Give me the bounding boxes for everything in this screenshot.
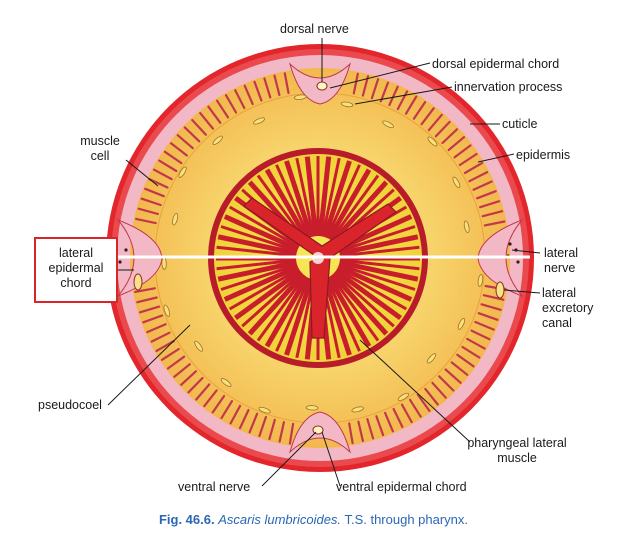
- label-muscle-cell: muscle cell: [80, 134, 120, 163]
- label-ventral-nerve: ventral nerve: [178, 480, 251, 494]
- label-dorsal-epidermal-chord: dorsal epidermal chord: [432, 57, 560, 71]
- caption-figure-number: Fig. 46.6.: [158, 512, 215, 527]
- dorsal-nerve: [316, 81, 328, 91]
- label-innervation-process: innervation process: [454, 80, 563, 94]
- label-ventral-epidermal-chord: ventral epidermal chord: [336, 480, 467, 494]
- label-epidermis: epidermis: [516, 148, 571, 162]
- lateral-excretory-canal: [495, 281, 505, 299]
- label-lateral-nerve: lateral nerve: [544, 246, 579, 275]
- leader-lines: [107, 38, 541, 487]
- label-pseudocoel: pseudocoel: [38, 398, 102, 412]
- label-lateral-excretory-canal: lateral excretory canal: [542, 286, 594, 330]
- label-dorsal-nerve: dorsal nerve: [280, 22, 349, 36]
- left-lateral-excretory-canal-marker: [133, 273, 143, 291]
- highlight-box: [34, 237, 118, 303]
- figure-caption: Fig. 46.6. Ascaris lumbricoides. T.S. th…: [0, 512, 627, 527]
- muscle-cell-layer: [134, 72, 507, 445]
- caption-description: T.S. through pharynx.: [344, 512, 469, 527]
- muscle-fibre-ovals: [161, 94, 484, 414]
- caption-species: Ascaris lumbricoides.: [218, 512, 342, 527]
- label-lateral-epidermal-chord: lateral epidermal chord: [48, 246, 104, 290]
- pharynx-triradiate-lumen: [243, 197, 397, 339]
- label-cuticle: cuticle: [502, 117, 538, 131]
- label-pharyngeal-lateral-muscle: pharyngeal lateral muscle: [467, 436, 567, 465]
